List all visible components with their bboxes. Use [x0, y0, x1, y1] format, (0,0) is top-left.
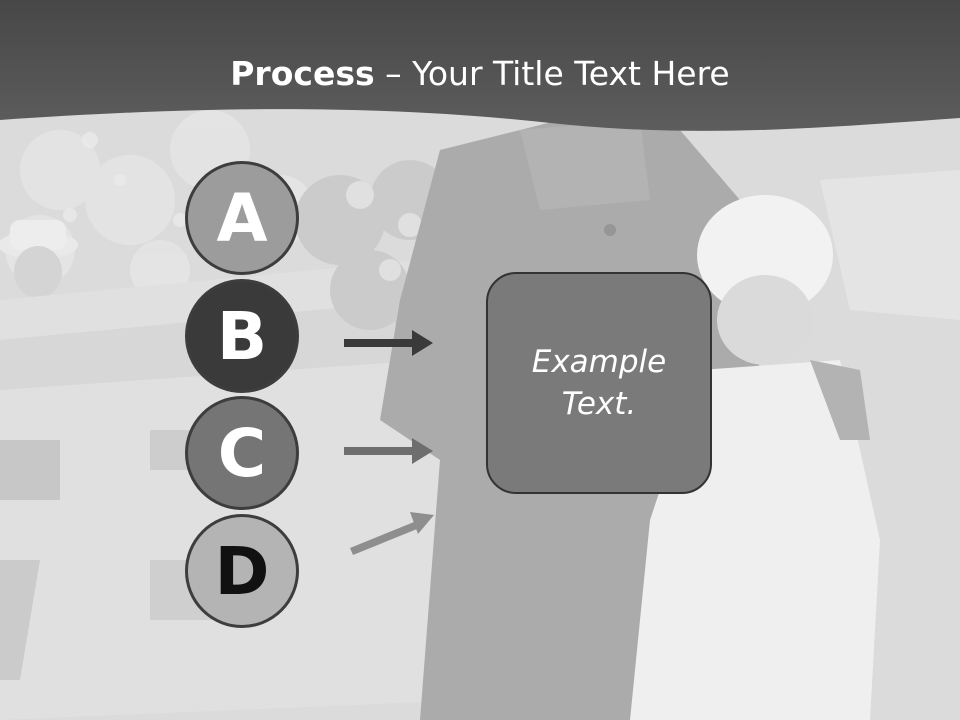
step-b-circle[interactable]: B — [185, 279, 299, 393]
connector-arrows — [344, 330, 434, 555]
step-d-circle[interactable]: D — [185, 514, 299, 628]
example-text: Example Text. — [531, 344, 667, 422]
example-box[interactable]: Example Text. — [486, 272, 712, 494]
step-a-circle[interactable]: A — [185, 161, 299, 275]
slide-title: Process – Your Title Text Here — [0, 52, 960, 96]
header-band — [0, 0, 960, 131]
arrow-right-icon-mid — [344, 438, 433, 464]
arrow-right-icon-dark — [344, 330, 433, 356]
step-c-circle[interactable]: C — [185, 396, 299, 510]
step-d-label: D — [214, 532, 270, 610]
title-rest: – Your Title Text Here — [374, 54, 730, 93]
step-c-label: C — [217, 414, 267, 492]
step-a-label: A — [216, 179, 268, 257]
arrow-up-right-icon-light — [350, 512, 434, 555]
title-strong: Process — [230, 54, 375, 93]
step-b-label: B — [216, 297, 268, 375]
